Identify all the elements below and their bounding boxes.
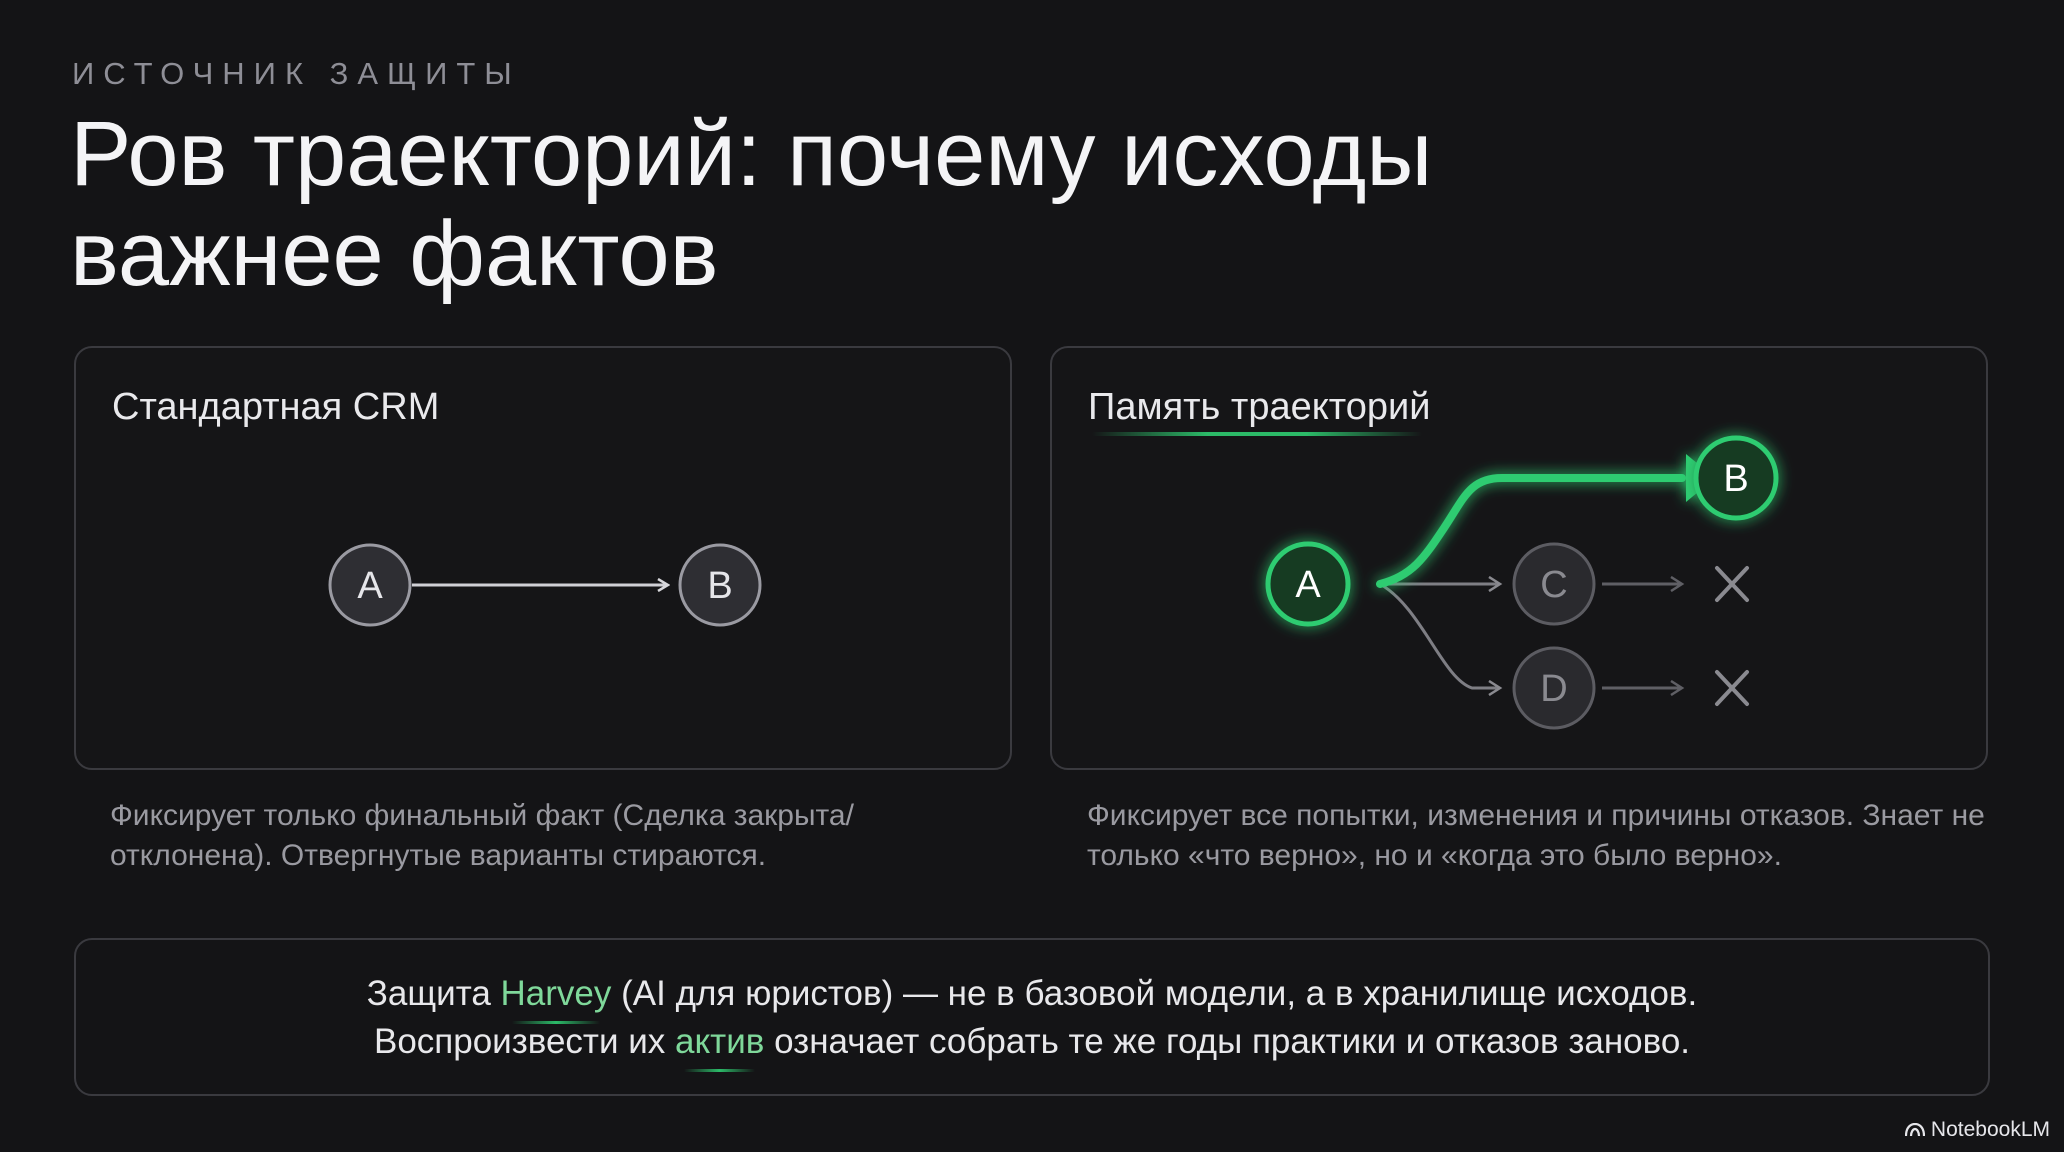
trajectory-diagram: A B C D bbox=[1265, 435, 1779, 730]
panel-title-trajectory-memory: Память траекторий bbox=[1088, 386, 1431, 428]
standard-crm-panel: Стандартная CRM A B bbox=[74, 346, 1012, 770]
conclusion-text: означает собрать те же годы практики и о… bbox=[764, 1022, 1691, 1061]
conclusion-text: Воспроизвести их bbox=[373, 1022, 676, 1061]
node-d: D bbox=[1512, 646, 1596, 730]
node-c: C bbox=[1512, 542, 1596, 626]
trajectory-memory-panel: Память траекторий bbox=[1050, 346, 1988, 770]
node-b: B bbox=[1693, 435, 1779, 521]
conclusion-box: Защита Harvey (AI для юристов) — не в ба… bbox=[74, 938, 1990, 1096]
node-c-label: C bbox=[1540, 564, 1567, 606]
node-b: B bbox=[678, 543, 762, 627]
conclusion-text: (AI для юристов) — не в базовой модели, … bbox=[611, 974, 1698, 1013]
standard-crm-diagram: A B bbox=[328, 543, 762, 627]
conclusion-text: Защита bbox=[366, 974, 501, 1013]
highlight-harvey: Harvey bbox=[501, 970, 611, 1024]
title-underline bbox=[1092, 432, 1422, 436]
node-a: A bbox=[328, 543, 412, 627]
brand-label: NotebookLM bbox=[1930, 1118, 2050, 1141]
node-d-label: D bbox=[1540, 668, 1567, 710]
reject-x-icon bbox=[1715, 566, 1749, 602]
notebooklm-logo-icon bbox=[1904, 1123, 1925, 1137]
reject-x-icon bbox=[1715, 670, 1749, 706]
notebooklm-brand: NotebookLM bbox=[1904, 1118, 2050, 1142]
standard-crm-caption: Фиксирует только финальный факт (Сделка … bbox=[110, 799, 854, 872]
node-b-label: B bbox=[707, 565, 732, 607]
node-a: A bbox=[1265, 541, 1351, 627]
panel-title-standard-crm: Стандартная CRM bbox=[112, 386, 440, 428]
node-a-label: A bbox=[357, 565, 383, 607]
trajectory-memory-caption: Фиксирует все попытки, изменения и причи… bbox=[1087, 799, 1985, 872]
page-title: Ров траекторий: почему исходы важнее фак… bbox=[70, 103, 1433, 305]
conclusion-line-2: Воспроизвести их актив означает собрать … bbox=[76, 1018, 1988, 1072]
conclusion-line-1: Защита Harvey (AI для юристов) — не в ба… bbox=[76, 970, 1988, 1024]
eyebrow-label: ИСТОЧНИК ЗАЩИТЫ bbox=[72, 56, 521, 91]
edge-a-d bbox=[1379, 582, 1500, 688]
highlight-asset: актив bbox=[675, 1018, 764, 1072]
node-a-label: A bbox=[1295, 564, 1321, 606]
node-b-label: B bbox=[1723, 458, 1748, 500]
